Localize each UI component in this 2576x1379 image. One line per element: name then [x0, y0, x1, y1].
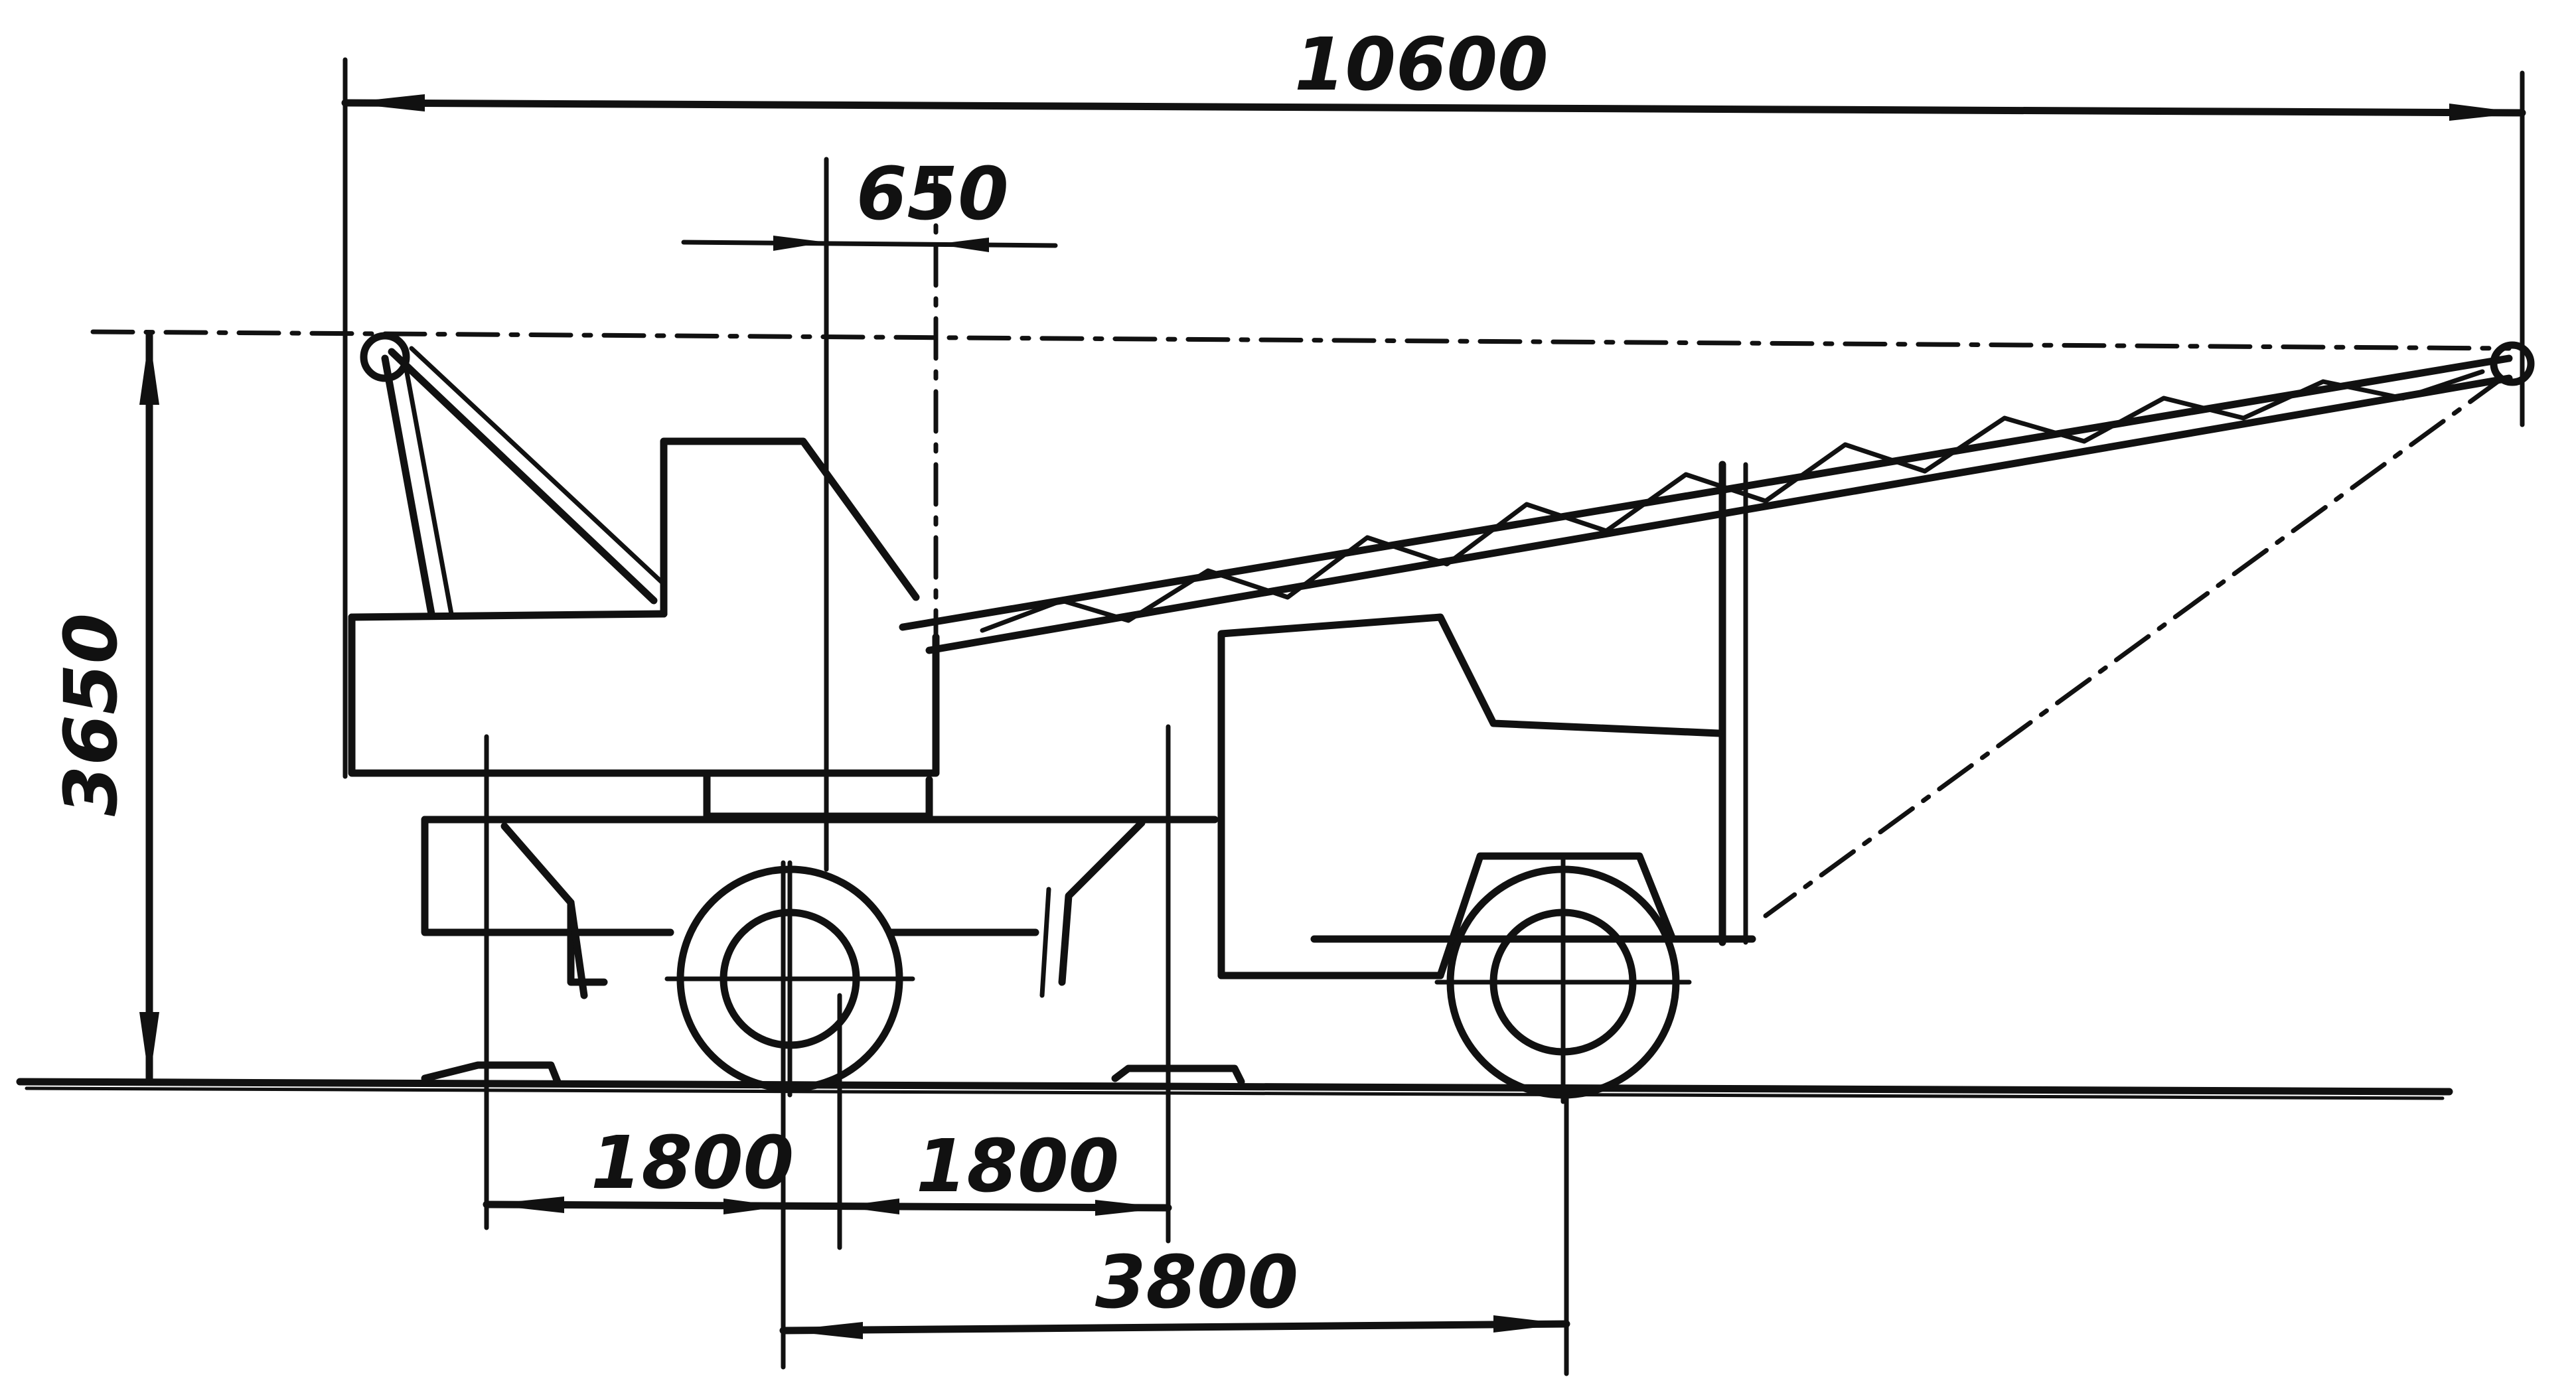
- hook-height-line: [90, 329, 2512, 351]
- lattice-boom: [899, 341, 2535, 946]
- ground-line: [16, 1078, 2453, 1100]
- dimension-3650-label: 3650: [48, 613, 133, 816]
- crane-turret: [348, 332, 940, 820]
- extension-lines: [484, 724, 1569, 1376]
- wheelbase-dimension: 3800: [779, 1240, 1570, 1339]
- overall-length-dimension: 10600: [341, 22, 2526, 779]
- dimension-650-label: 650: [856, 151, 1009, 236]
- dimension-1800-rear-label: 1800: [591, 1120, 794, 1205]
- outrigger-spacing-dimensions: 1800 1800: [483, 1120, 1172, 1216]
- chassis-frame: [421, 816, 1756, 999]
- dimension-10600-label: 10600: [1294, 22, 1549, 107]
- dimension-3800-label: 3800: [1095, 1240, 1298, 1325]
- rear-wheel: [664, 860, 915, 1098]
- driver-cab: [1217, 613, 1723, 980]
- boom-offset-dimension: 650: [681, 151, 1058, 872]
- dimension-1800-front-label: 1800: [916, 1124, 1119, 1208]
- height-dimension: 3650: [48, 331, 159, 1086]
- hoist-rope: [1763, 376, 2505, 918]
- front-wheel: [1434, 853, 1692, 1104]
